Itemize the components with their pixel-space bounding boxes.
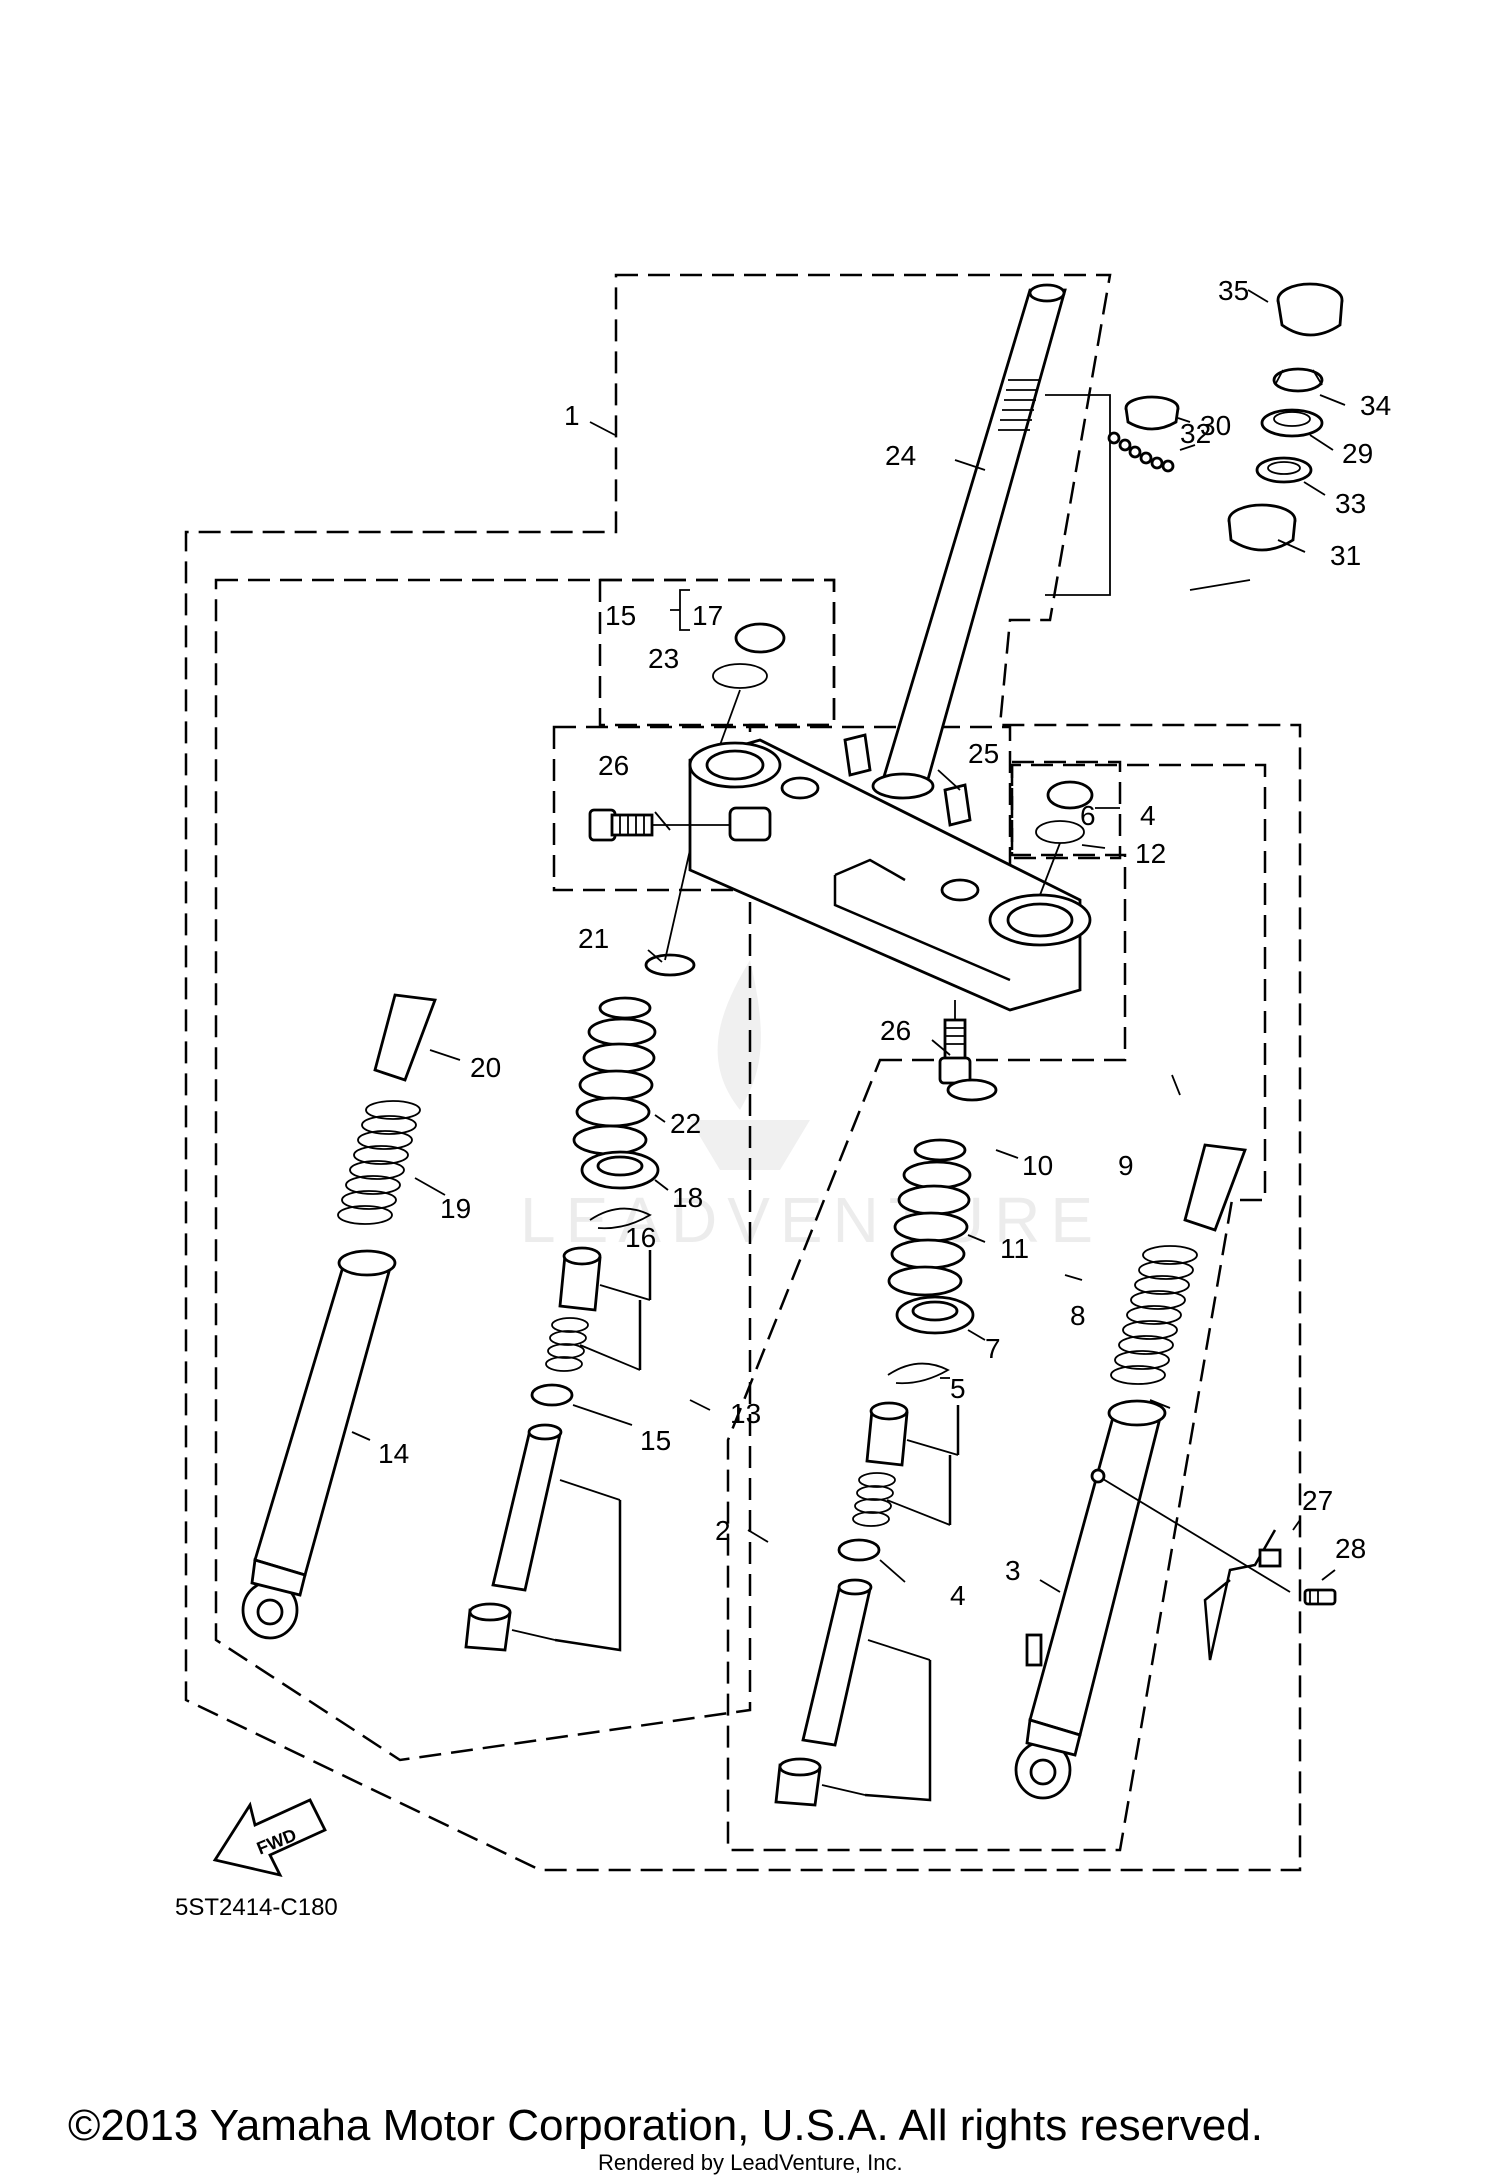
steering-stem [871, 283, 1067, 800]
oring-12 [1035, 820, 1085, 844]
part-label-13: 13 [730, 1398, 761, 1429]
part-label-22: 22 [670, 1108, 701, 1139]
outline-assembly-15-cap [598, 578, 836, 727]
part-label-5: 5 [950, 1373, 966, 1404]
fwd-arrow-icon: FWD [212, 1798, 327, 1878]
outline-assembly-4 [1010, 760, 1122, 860]
copyright-text: ©2013 Yamaha Motor Corporation, U.S.A. A… [68, 2101, 1263, 2150]
part-label-33: 33 [1335, 488, 1366, 519]
part-label-11: 11 [1000, 1233, 1029, 1264]
part-label-7: 7 [985, 1333, 1001, 1364]
spring-19 [337, 1100, 421, 1225]
outline-bearing-group [1045, 394, 1251, 596]
part-label-18: 18 [672, 1182, 703, 1213]
part-label-25: 25 [968, 738, 999, 769]
bolt-26-lower [938, 1000, 972, 1085]
part-label-26-upper: 26 [598, 750, 629, 781]
outline-assembly-2 [726, 763, 1267, 1852]
part-label-23: 23 [648, 643, 679, 674]
part-label-32: 32 [1180, 418, 1211, 449]
part-label-4-lower: 4 [950, 1580, 966, 1611]
part-label-4-top: 4 [1140, 800, 1156, 831]
right-inner-tube-3 [1014, 1143, 1247, 1800]
part-label-27: 27 [1302, 1485, 1333, 1516]
cap-6 [1046, 780, 1094, 810]
part-label-24: 24 [885, 440, 916, 471]
part-label-19: 19 [440, 1193, 471, 1224]
part-label-9: 9 [1118, 1150, 1134, 1181]
part-label-31: 31 [1330, 540, 1361, 571]
dust-boot-22 [572, 996, 657, 1156]
leader-lines [351, 289, 1346, 1593]
part-label-20: 20 [470, 1052, 501, 1083]
part-label-10: 10 [1022, 1150, 1053, 1181]
part-label-35: 35 [1218, 275, 1249, 306]
part-label-29: 29 [1342, 438, 1373, 469]
part-label-28: 28 [1335, 1533, 1366, 1564]
part-label-2: 2 [715, 1515, 731, 1546]
part-label-14: 14 [378, 1438, 409, 1469]
part-label-8: 8 [1070, 1300, 1086, 1331]
part-label-26-lower: 26 [880, 1015, 911, 1046]
right-fork-upper-parts [887, 1078, 998, 1385]
cap-17 [734, 622, 786, 654]
part-label-12: 12 [1135, 838, 1166, 869]
part-label-21: 21 [578, 923, 609, 954]
part-label-15-top: 15 [605, 600, 636, 631]
bearing-stack [1107, 282, 1344, 552]
under-bracket [688, 733, 1092, 1012]
part-label-3: 3 [1005, 1555, 1021, 1586]
right-damper-parts [774, 1401, 960, 1807]
part-label-1: 1 [564, 400, 580, 431]
part-label-17: 17 [692, 600, 723, 631]
diagram-code: 5ST2414-C180 [175, 1894, 338, 1921]
left-fork-upper-parts [572, 849, 696, 1230]
part-labels: 1 24 35 34 30 32 29 33 31 15 17 23 25 26… [378, 275, 1391, 1611]
part-label-6: 6 [1080, 800, 1096, 831]
part-label-16: 16 [625, 1222, 656, 1253]
part-label-30: 30 [1200, 410, 1231, 441]
left-inner-tube [241, 993, 437, 1640]
left-damper-parts [464, 1246, 652, 1652]
outline-assembly-1 [184, 273, 1302, 1872]
part-label-15-lower: 15 [640, 1425, 671, 1456]
spring-8 [1110, 1245, 1198, 1385]
hose-guide-27 [1090, 1468, 1337, 1661]
part-label-34: 34 [1360, 390, 1391, 421]
assembly-outlines [184, 273, 1302, 1872]
oring-23 [712, 663, 768, 689]
ball-bearings-32 [1107, 431, 1175, 473]
dust-boot-11 [887, 1138, 972, 1297]
rendered-by-text: Rendered by LeadVenture, Inc. [598, 2150, 903, 2175]
